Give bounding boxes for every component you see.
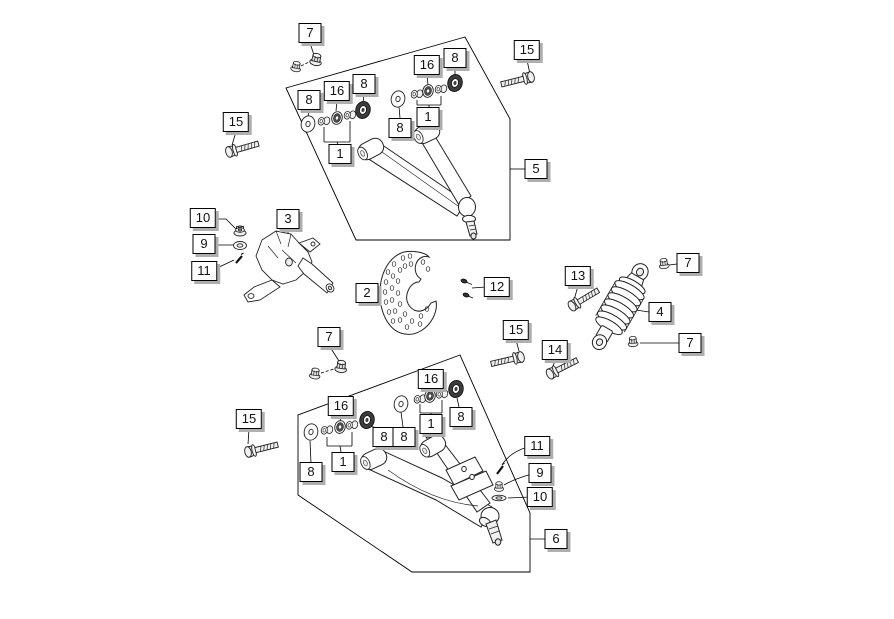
part-number: 7 xyxy=(306,25,314,40)
callout-part-15[interactable]: 15 xyxy=(222,112,250,132)
brake-shield-drawing xyxy=(379,250,437,335)
callout-part-14[interactable]: 14 xyxy=(541,340,569,360)
callout-part-13[interactable]: 13 xyxy=(564,266,592,286)
part-number: 14 xyxy=(547,342,563,357)
callout-part-11[interactable]: 11 xyxy=(524,436,550,456)
shield-screws xyxy=(460,278,474,299)
part-number: 8 xyxy=(380,429,388,444)
part-number: 1 xyxy=(424,109,432,124)
part-number: 16 xyxy=(423,371,439,386)
callout-part-1[interactable]: 1 xyxy=(331,452,355,472)
part-number: 8 xyxy=(307,464,315,479)
part-number: 5 xyxy=(532,161,540,176)
callout-part-12[interactable]: 12 xyxy=(483,277,511,297)
part-number: 9 xyxy=(200,236,208,251)
callout-part-1[interactable]: 1 xyxy=(328,144,352,164)
callout-part-9[interactable]: 9 xyxy=(192,234,216,254)
callout-part-8[interactable]: 8 xyxy=(299,462,323,482)
part-number: 16 xyxy=(329,83,345,98)
callout-part-16[interactable]: 16 xyxy=(327,396,355,416)
cotter-pin-lower xyxy=(496,462,505,475)
castle-nut xyxy=(233,225,247,237)
callout-part-5[interactable]: 5 xyxy=(524,159,548,179)
part-number: 4 xyxy=(656,304,664,319)
part-number: 7 xyxy=(686,335,694,350)
part-number: 7 xyxy=(325,329,333,344)
part-number: 1 xyxy=(339,454,347,469)
lower-balljoint-fasteners xyxy=(491,462,507,502)
upper-assembly-boundary xyxy=(285,36,511,241)
part-number: 8 xyxy=(360,76,368,91)
callout-part-15[interactable]: 15 xyxy=(513,40,541,60)
callout-part-7[interactable]: 7 xyxy=(676,253,700,273)
callout-part-16[interactable]: 16 xyxy=(323,81,351,101)
callout-part-15[interactable]: 15 xyxy=(235,409,263,429)
lower-control-arm-drawing xyxy=(357,431,503,546)
callout-part-3[interactable]: 3 xyxy=(276,209,300,229)
part-number: 10 xyxy=(195,210,211,225)
part-number: 12 xyxy=(489,279,505,294)
callout-part-4[interactable]: 4 xyxy=(648,302,672,322)
part-number: 10 xyxy=(532,489,548,504)
callout-part-7[interactable]: 7 xyxy=(678,333,702,353)
part-number: 16 xyxy=(333,398,349,413)
part-number: 2 xyxy=(363,285,371,300)
callout-part-8[interactable]: 8 xyxy=(372,427,396,447)
lower-assembly-boundary xyxy=(297,354,531,573)
steering-knuckle-drawing xyxy=(243,230,335,303)
part-number: 15 xyxy=(228,114,244,129)
callout-part-8[interactable]: 8 xyxy=(388,118,412,138)
part-number: 8 xyxy=(400,429,408,444)
callout-part-8[interactable]: 8 xyxy=(392,427,416,447)
part-number: 7 xyxy=(684,255,692,270)
callout-part-1[interactable]: 1 xyxy=(419,414,443,434)
callout-part-8[interactable]: 8 xyxy=(352,74,376,94)
callout-part-16[interactable]: 16 xyxy=(417,369,445,389)
callout-part-7[interactable]: 7 xyxy=(317,327,341,347)
part-number: 8 xyxy=(457,409,465,424)
cotter-pin xyxy=(235,252,244,264)
callout-part-8[interactable]: 8 xyxy=(297,90,321,110)
part-number: 15 xyxy=(241,411,257,426)
callout-part-11[interactable]: 11 xyxy=(191,261,217,281)
part-number: 1 xyxy=(427,416,435,431)
part-number: 8 xyxy=(396,120,404,135)
leader-lines xyxy=(214,42,679,540)
part-number: 8 xyxy=(451,50,459,65)
callout-part-16[interactable]: 16 xyxy=(413,55,441,75)
part-number: 3 xyxy=(284,211,292,226)
callout-part-8[interactable]: 8 xyxy=(449,407,473,427)
part-number: 1 xyxy=(336,146,344,161)
callout-part-8[interactable]: 8 xyxy=(443,48,467,68)
callout-part-2[interactable]: 2 xyxy=(355,283,379,303)
part-number: 13 xyxy=(570,268,586,283)
lower-ball-joint xyxy=(478,507,503,546)
part-number: 15 xyxy=(508,322,524,337)
callout-part-10[interactable]: 10 xyxy=(189,208,217,228)
part-number: 9 xyxy=(536,465,544,480)
callout-part-10[interactable]: 10 xyxy=(526,487,554,507)
callout-part-15[interactable]: 15 xyxy=(502,320,530,340)
balljoint-washer xyxy=(491,494,507,502)
spindle-washer xyxy=(233,241,247,250)
knuckle-fasteners xyxy=(233,225,247,264)
upper-control-arm-drawing xyxy=(354,119,478,240)
callout-part-1[interactable]: 1 xyxy=(416,107,440,127)
shock-absorber-drawing xyxy=(591,263,649,351)
part-number: 16 xyxy=(419,57,435,72)
callout-part-7[interactable]: 7 xyxy=(298,23,322,43)
callout-part-6[interactable]: 6 xyxy=(544,529,568,549)
part-number: 15 xyxy=(519,42,535,57)
part-number: 8 xyxy=(305,92,313,107)
part-number: 6 xyxy=(552,531,560,546)
part-number: 11 xyxy=(530,438,544,453)
callout-part-9[interactable]: 9 xyxy=(528,463,552,483)
part-number: 11 xyxy=(197,263,211,278)
